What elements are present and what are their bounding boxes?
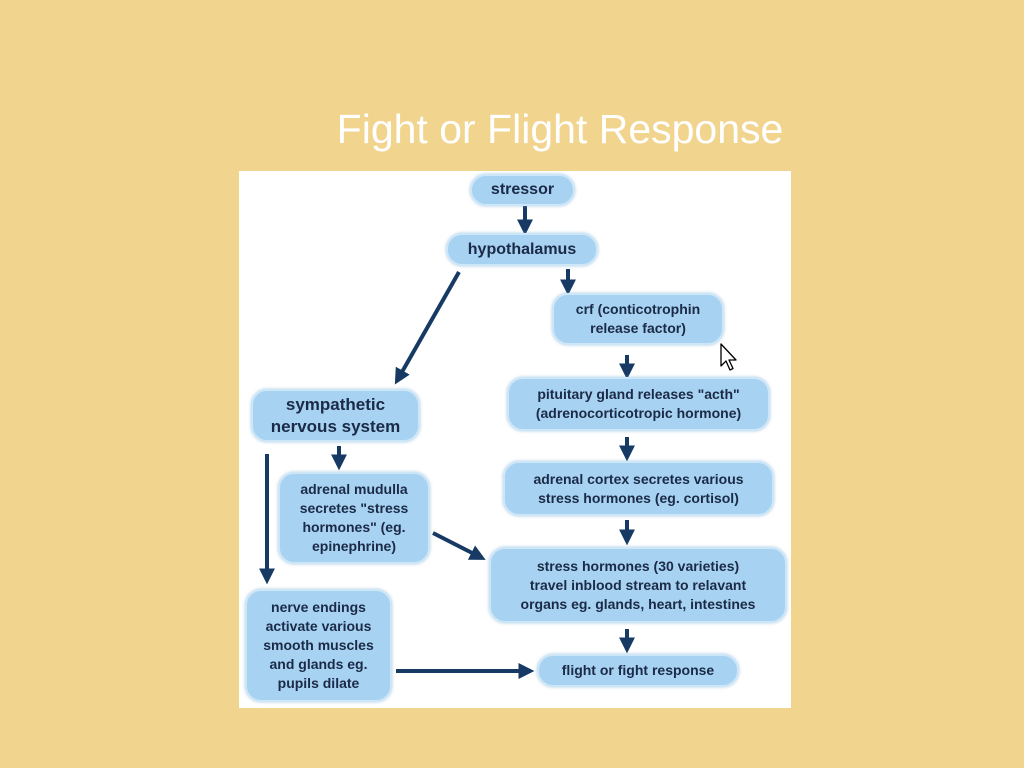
node-adrenal-medulla: adrenal mudulla secretes "stress hormone… [278,472,430,564]
node-flight-or-fight-response: flight or fight response [537,654,739,687]
flowchart-diagram: stressor hypothalamus crf (conticotrophi… [239,171,791,708]
node-nerve-endings: nerve endings activate various smooth mu… [245,589,392,702]
node-crf: crf (conticotrophin release factor) [552,293,724,345]
node-pituitary: pituitary gland releases "acth" (adrenoc… [507,377,770,431]
node-hypothalamus: hypothalamus [446,233,598,266]
node-stressor: stressor [470,174,575,206]
arrow-adrenal-medulla-to-stress-hormones [432,531,486,560]
node-sympathetic-nervous-system: sympathetic nervous system [251,389,420,442]
slide-title: Fight or Flight Response [336,106,784,152]
node-adrenal-cortex: adrenal cortex secretes various stress h… [503,461,774,516]
arrow-hypothalamus-to-sympathetic [394,271,461,385]
flowchart-arrows [259,206,635,679]
node-stress-hormones: stress hormones (30 varieties) travel in… [489,547,787,623]
mouse-pointer-icon [720,343,737,371]
